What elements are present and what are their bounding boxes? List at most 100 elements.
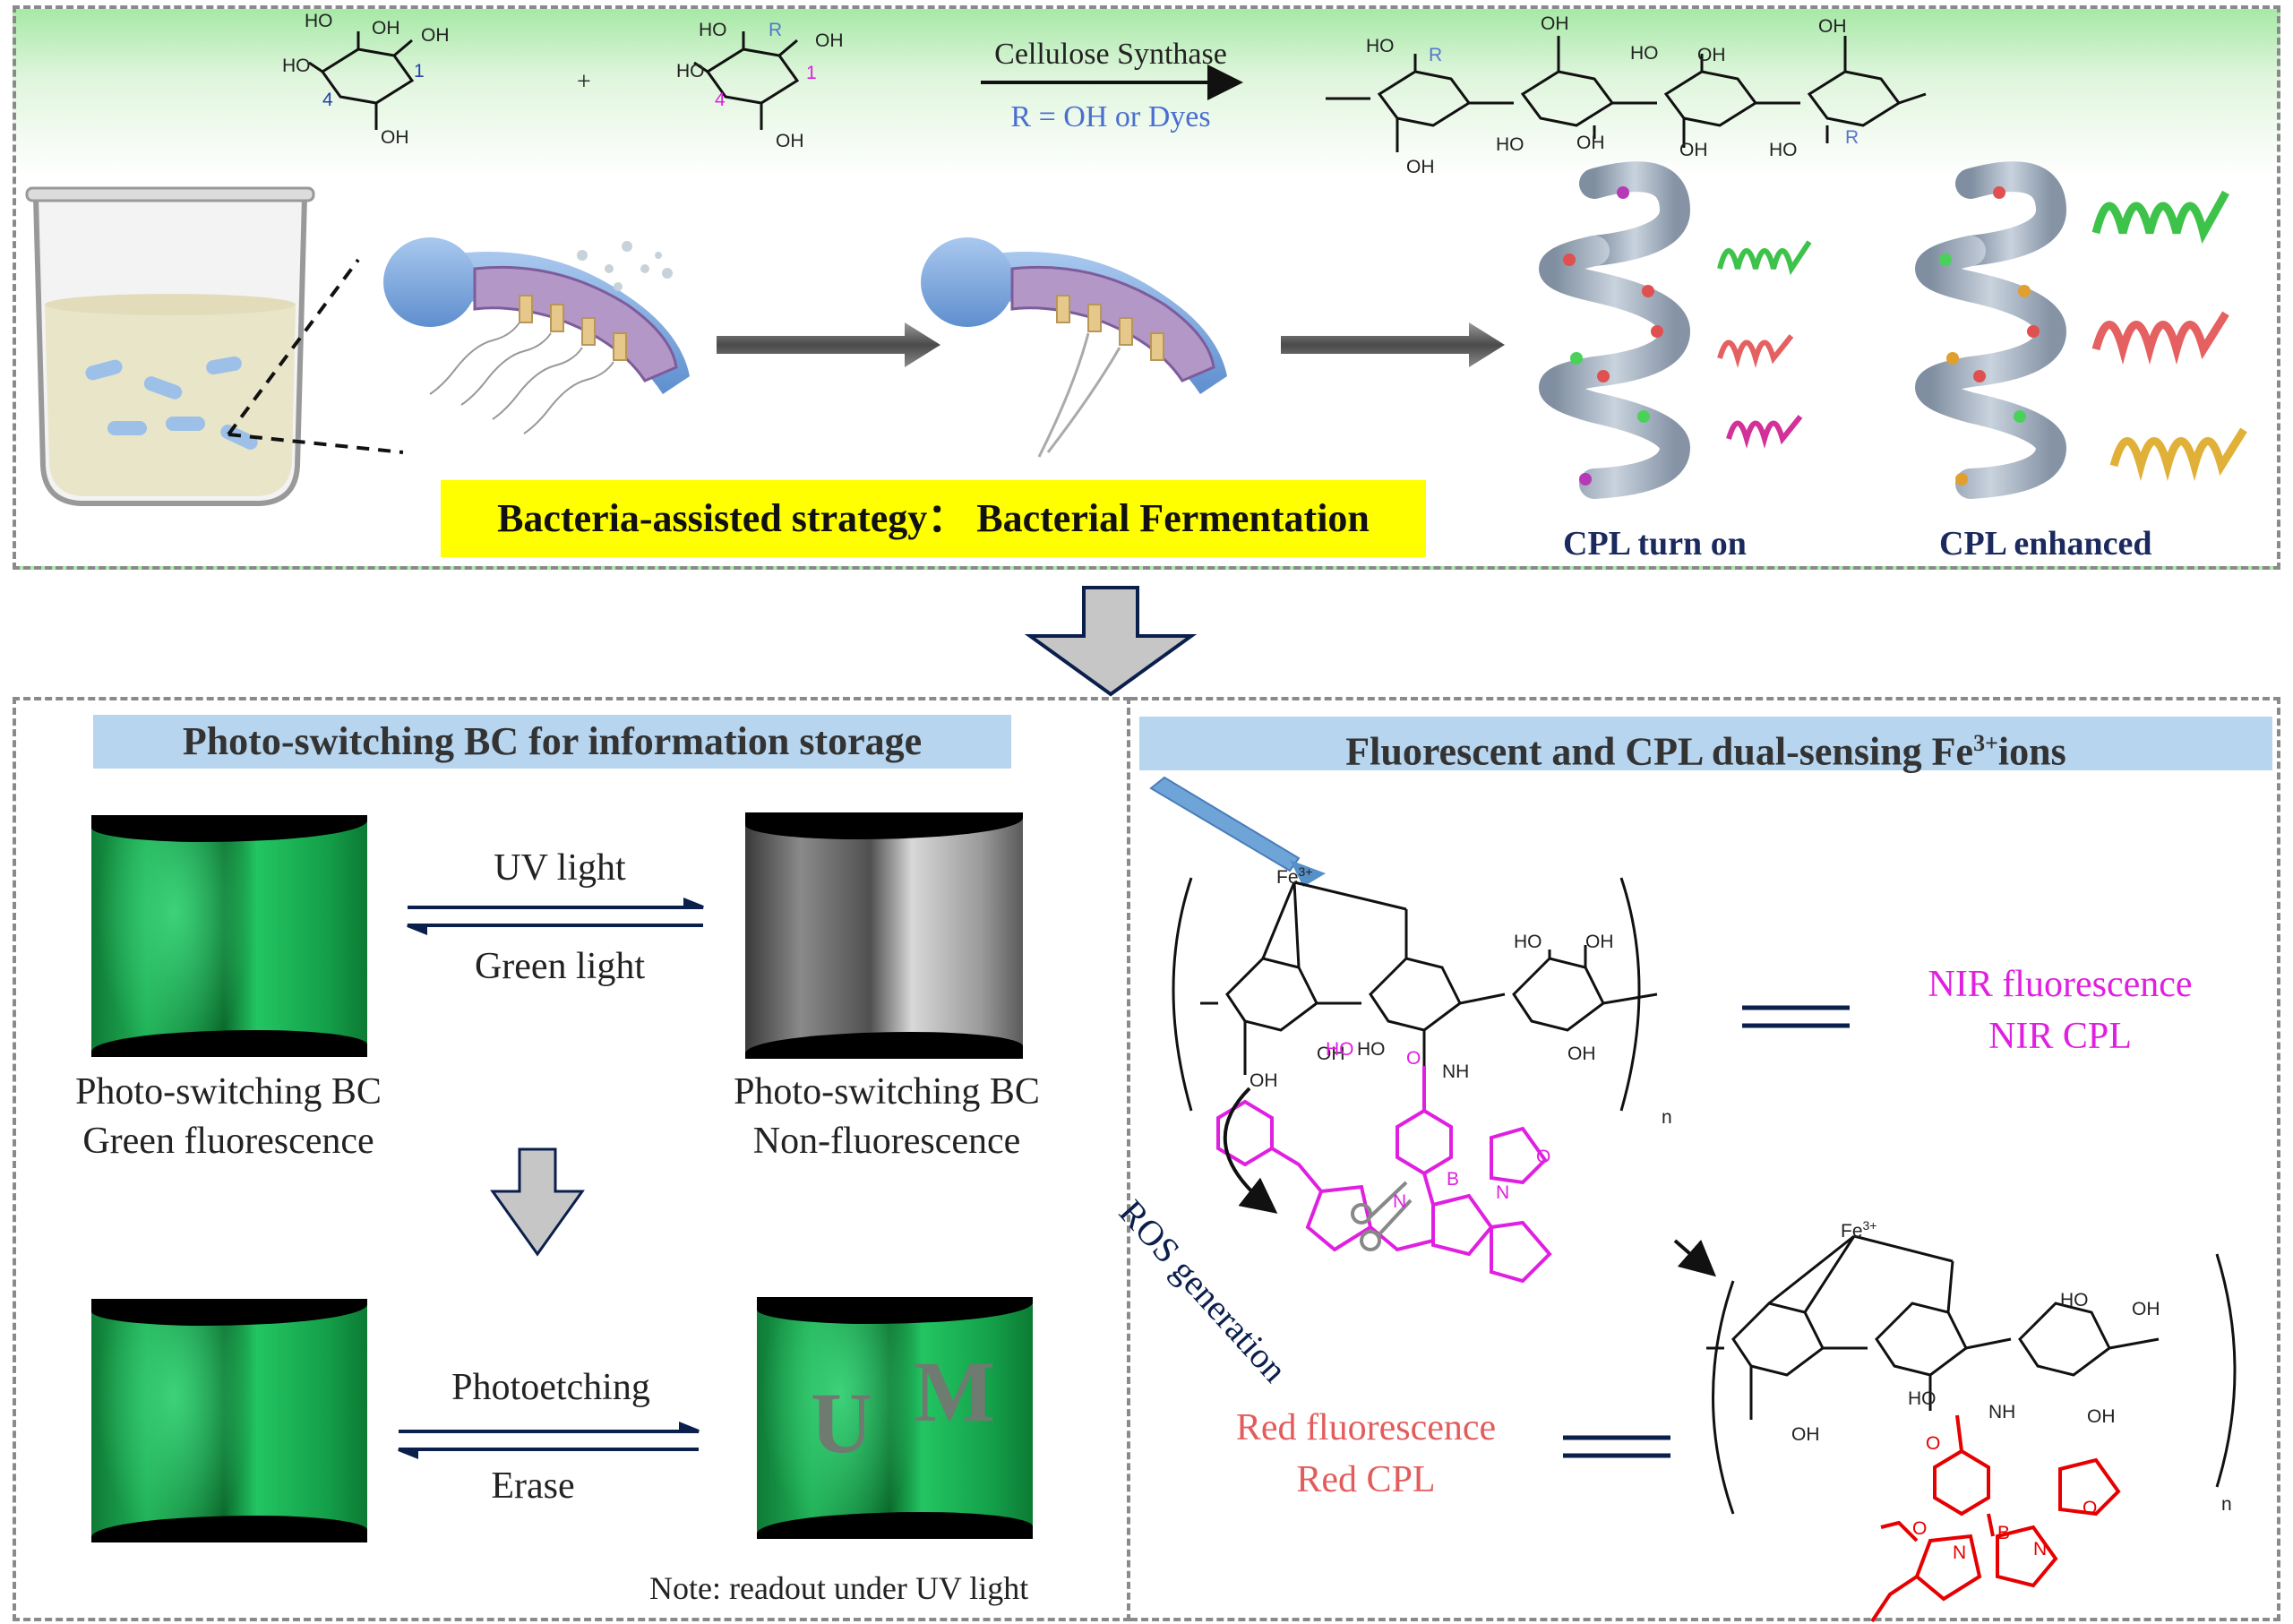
dye-o-label: O	[1406, 1048, 1421, 1069]
polymer-n-subscript-2: n	[2221, 1494, 2232, 1515]
cpl-red-spiral-icon	[1717, 334, 1794, 368]
ros-arrow	[1223, 1087, 1278, 1214]
glucose-oh-label-3: OH	[421, 25, 450, 46]
uv-readout-note: Note: readout under UV light	[649, 1570, 1029, 1606]
film-green-fluorescence	[91, 815, 367, 1057]
erase-label: Erase	[491, 1465, 575, 1507]
film-green-etched: U M	[757, 1297, 1033, 1539]
oh-label-lower: OH	[2132, 1299, 2160, 1319]
bottom-left-panel	[13, 697, 1130, 1621]
down-arrow-main	[1024, 586, 1198, 697]
dye-ho-label: HO	[1326, 1039, 1354, 1060]
oh-label-fe-2: OH	[1250, 1070, 1278, 1091]
fe-cellulose-complex-structure-2	[1706, 1234, 2237, 1515]
nh-label-2: NH	[1988, 1402, 2016, 1422]
nir-output-labels: NIR fluorescence NIR CPL	[1868, 958, 2253, 1062]
reaction-arrow	[1673, 1239, 1717, 1277]
nh-label: NH	[1442, 1061, 1470, 1082]
chain-ho-label: HO	[1366, 36, 1395, 56]
nir-dye-structure	[1216, 1066, 1552, 1284]
glucose-structure	[308, 31, 415, 130]
chain-oh-label-5: OH	[1679, 140, 1708, 160]
glucose-dye-structure	[693, 31, 800, 130]
film-non-fluorescence	[745, 812, 1023, 1059]
red-output-labels: Red fluorescence Red CPL	[1200, 1402, 1532, 1506]
glucose-pos1-label: 1	[414, 61, 425, 82]
bacterium-icon	[383, 237, 690, 434]
process-arrow-2	[1281, 322, 1505, 367]
red-dye-o-label-2: O	[2083, 1498, 2098, 1518]
dual-sensing-header: Fluorescent and CPL dual-sensing Fe3+ion…	[1139, 717, 2272, 774]
dye-b-label: B	[1447, 1169, 1460, 1190]
cpl-yellow-spiral-large-icon	[2109, 427, 2247, 482]
cellulose-chain-structure	[1326, 36, 1927, 152]
equilibrium-arrows-photoetch	[398, 1422, 700, 1459]
fe-label: Fe3+	[1276, 864, 1313, 888]
laser-pen-icon	[1149, 776, 1326, 887]
cpl-red-spiral-large-icon	[2091, 311, 2229, 365]
dye-n-label: N	[1393, 1191, 1407, 1212]
film2-label-line1: Photo-switching BC	[734, 1071, 1040, 1113]
equals-sign-nir	[1742, 1005, 1850, 1028]
fe-cellulose-complex-structure	[1172, 877, 1658, 1112]
oh-label-fe: OH	[1585, 932, 1614, 952]
oh-label-fe-3: OH	[1567, 1044, 1596, 1064]
bacterium-icon-2	[921, 237, 1227, 458]
red-dye-structure	[1870, 1414, 2121, 1623]
dual-sensing-header-text: Fluorescent and CPL dual-sensing Fe	[1345, 729, 1974, 774]
nir-fluorescence-label: NIR fluorescence	[1928, 964, 2193, 1005]
chain-r-label: R	[1429, 45, 1443, 65]
equals-sign-red	[1563, 1435, 1670, 1458]
equilibrium-arrows-uv	[407, 898, 704, 935]
red-dye-n-label-2: N	[2033, 1539, 2048, 1560]
dye-glucose-r-label: R	[769, 20, 783, 40]
dye-glucose-ho-label-2: HO	[676, 61, 705, 82]
ho-label-fe-2: HO	[1514, 932, 1542, 952]
cellulose-helix-enhanced	[1915, 161, 2067, 499]
red-dye-b-label: B	[1997, 1523, 2011, 1543]
plus-sign: +	[577, 68, 591, 96]
process-arrow-1	[717, 322, 940, 367]
cpl-magenta-spiral-icon	[1726, 415, 1803, 449]
etched-letter-u: U	[811, 1375, 873, 1471]
polymer-n-subscript: n	[1662, 1107, 1672, 1128]
red-dye-n-label: N	[1953, 1542, 1967, 1563]
down-arrow-small	[490, 1147, 585, 1257]
dye-glucose-ho-label: HO	[699, 20, 727, 40]
chain-ho-label-3: HO	[1496, 134, 1524, 155]
film1-label-line2: Green fluorescence	[82, 1121, 374, 1162]
film-green-erased	[91, 1299, 367, 1542]
chain-oh-label-2: OH	[1697, 45, 1726, 65]
ho-label-lower-2: HO	[1908, 1388, 1937, 1409]
dye-o-label-2: O	[1536, 1147, 1551, 1167]
etched-letter-m: M	[914, 1344, 995, 1439]
glucose-pos4-label: 4	[322, 90, 333, 110]
cpl-green-spiral-large-icon	[2091, 190, 2229, 245]
synthesis-arrow-label: Cellulose Synthase	[994, 38, 1227, 71]
cellulose-helix-turn-on	[1539, 161, 1691, 499]
glucose-oh-label-2: OH	[372, 18, 400, 39]
film2-label-line2: Non-fluorescence	[752, 1121, 1021, 1162]
chain-oh-label-6: OH	[1406, 157, 1435, 177]
scissors-icon	[1351, 1181, 1413, 1251]
chain-oh-label: OH	[1541, 13, 1569, 34]
red-cpl-label: Red CPL	[1296, 1459, 1436, 1500]
oh-label-fe-4: OH	[1317, 1044, 1345, 1064]
chain-oh-label-4: OH	[1576, 133, 1605, 153]
chain-ho-label-2: HO	[1630, 43, 1659, 64]
cpl-enhanced-label: CPL enhanced	[1939, 525, 2152, 563]
fe-label-2: Fe3+	[1841, 1218, 1877, 1242]
red-fluorescence-label: Red fluorescence	[1235, 1407, 1497, 1448]
dye-glucose-pos4-label: 4	[715, 90, 726, 110]
green-light-label: Green light	[474, 946, 646, 987]
oh-label-lower-3: OH	[1791, 1424, 1820, 1445]
beaker-icon	[25, 186, 315, 506]
dual-sensing-header-tail: ions	[1997, 729, 2066, 774]
red-dye-o-label-3: O	[1912, 1518, 1928, 1539]
glucose-ho-label: HO	[282, 56, 311, 76]
glucose-oh-label: HO	[305, 11, 333, 31]
chain-oh-label-3: OH	[1818, 16, 1847, 37]
dye-n-label-2: N	[1496, 1182, 1510, 1203]
chain-ho-label-4: HO	[1769, 140, 1798, 160]
